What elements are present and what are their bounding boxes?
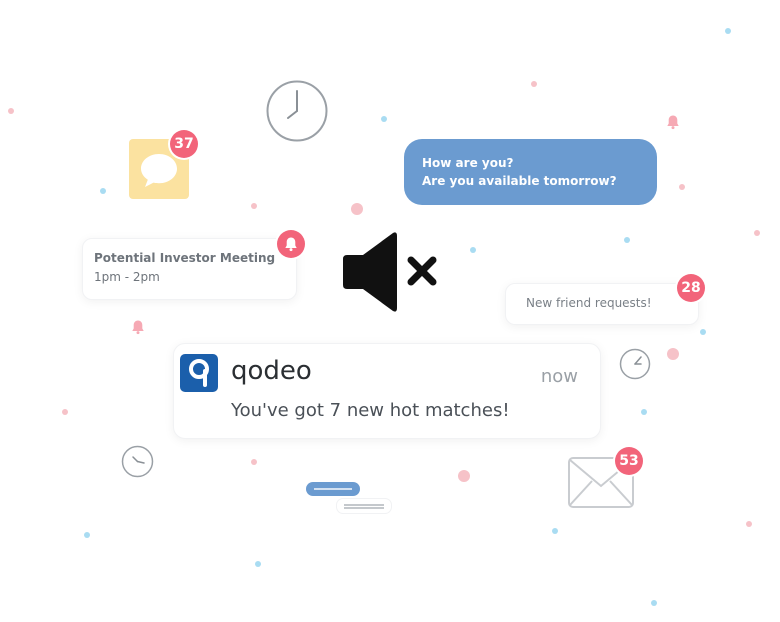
- decor-dot: [84, 532, 90, 538]
- qodeo-logo-icon: [189, 359, 209, 387]
- bell-icon: [130, 319, 146, 335]
- notification-count-badge: 37: [170, 130, 198, 158]
- clock-icon: [619, 348, 651, 380]
- decor-dot: [62, 409, 68, 415]
- bell-icon: [665, 114, 681, 130]
- decor-dot: [552, 528, 558, 534]
- decor-dot: [746, 521, 752, 527]
- push-notification-card[interactable]: qodeo now You've got 7 new hot matches!: [173, 343, 601, 439]
- friend-request-badge: 28: [677, 274, 705, 302]
- decor-dot: [667, 348, 679, 360]
- clock-icon: [121, 445, 154, 478]
- decor-dot: [725, 28, 731, 34]
- chat-app-icon[interactable]: [129, 139, 189, 199]
- app-logo: [180, 354, 218, 392]
- decor-dot: [531, 81, 537, 87]
- message-preview-bar: [306, 482, 360, 496]
- app-name: qodeo: [231, 356, 312, 386]
- chat-message-bubble[interactable]: How are you? Are you available tomorrow?: [404, 139, 657, 205]
- decor-dot: [641, 409, 647, 415]
- chat-message-line: Are you available tomorrow?: [422, 174, 617, 188]
- notification-message: You've got 7 new hot matches!: [231, 400, 510, 421]
- decor-dot: [351, 203, 363, 215]
- message-preview-lines: [336, 498, 392, 514]
- decor-dot: [8, 108, 14, 114]
- decor-dot: [470, 247, 476, 253]
- meeting-title: Potential Investor Meeting: [94, 251, 276, 265]
- friend-request-text: New friend requests!: [526, 296, 652, 310]
- decor-dot: [651, 600, 657, 606]
- chat-message-line: How are you?: [422, 156, 514, 170]
- meeting-time: 1pm - 2pm: [94, 270, 160, 284]
- speaker-muted-icon: [343, 229, 439, 315]
- meeting-reminder-card[interactable]: Potential Investor Meeting 1pm - 2pm: [82, 238, 297, 300]
- decor-dot: [255, 561, 261, 567]
- speech-bubble-icon: [141, 154, 177, 187]
- decor-dot: [458, 470, 470, 482]
- decor-dot: [251, 459, 257, 465]
- bell-icon: [285, 237, 297, 252]
- decor-dot: [624, 237, 630, 243]
- clock-icon: [266, 80, 328, 142]
- notification-time: now: [540, 366, 578, 387]
- mail-count-badge: 53: [615, 447, 643, 475]
- decor-dot: [700, 329, 706, 335]
- friend-request-card[interactable]: New friend requests!: [505, 283, 699, 325]
- bell-badge: [277, 230, 305, 258]
- decor-dot: [754, 230, 760, 236]
- decor-dot: [100, 188, 106, 194]
- envelope-icon: [568, 457, 634, 508]
- decor-dot: [251, 203, 257, 209]
- decor-dot: [679, 184, 685, 190]
- decor-dot: [381, 116, 387, 122]
